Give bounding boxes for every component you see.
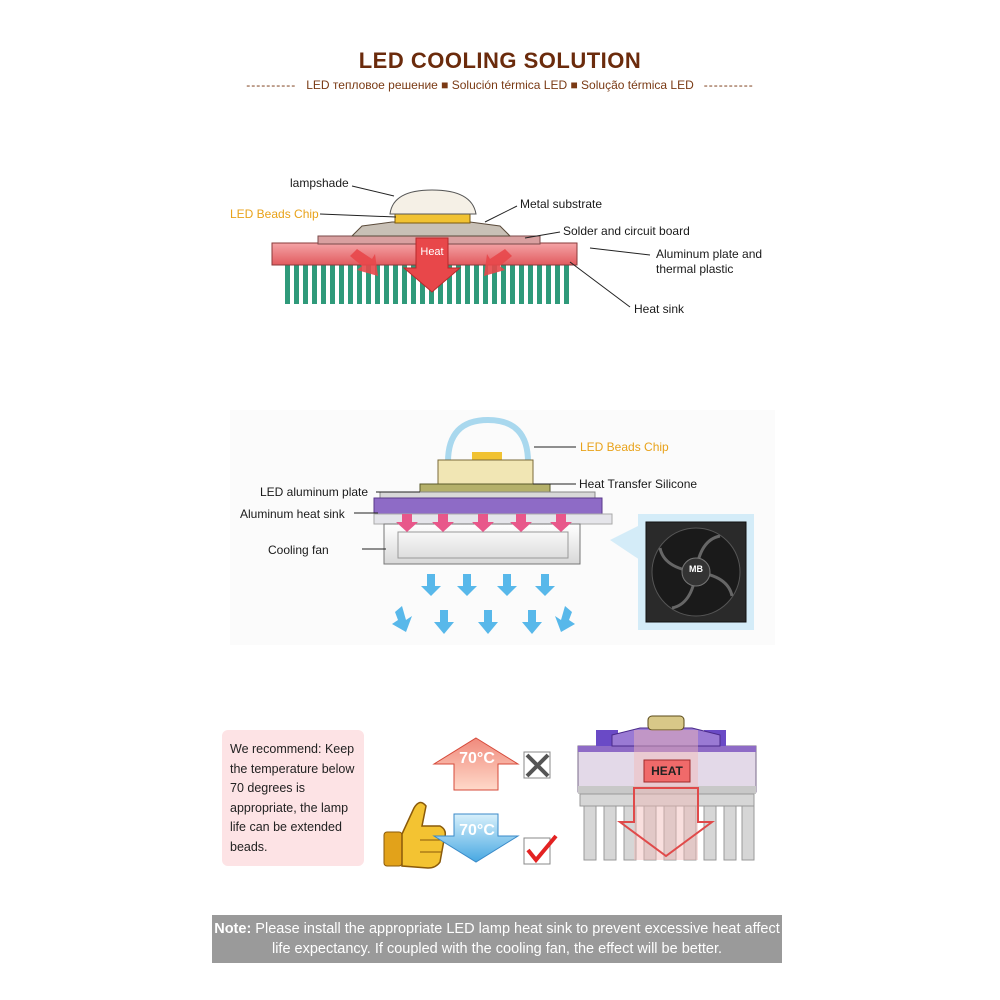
leader-heatsink <box>569 261 631 308</box>
heat-arrows-pink <box>396 514 572 532</box>
label-aluminum-plate: Aluminum plate and <box>656 247 763 261</box>
label-heat-sink: Heat sink <box>634 302 685 316</box>
heat-arrow-left <box>350 249 378 276</box>
temp-up-arrow <box>432 737 520 791</box>
page-title: LED COOLING SOLUTION <box>358 48 642 73</box>
heat-label-3: HEAT <box>651 764 683 778</box>
lampshade-dome <box>389 189 477 215</box>
fan-hub <box>681 557 711 587</box>
page-subtitle: ---------- LED тепловое решение ■ Soluci… <box>205 78 795 92</box>
note-bar: Note: Please install the appropriate LED… <box>212 915 782 963</box>
thumbs-up-icon <box>383 801 447 869</box>
note-prefix: Note: <box>214 921 252 937</box>
leader-lampshade <box>351 185 395 197</box>
label-heat-transfer-silicone: Heat Transfer Silicone <box>579 477 698 491</box>
cross-icon <box>523 751 551 779</box>
temp-low-label: 70°C <box>459 822 495 839</box>
leader-plate <box>589 247 651 256</box>
heat-arrow-right <box>484 249 512 276</box>
label-aluminum-heat-sink: Aluminum heat sink <box>240 507 345 521</box>
leader-solder <box>524 231 561 239</box>
subtitle-dashes-right: ---------- <box>703 78 754 92</box>
fan-callout-wedge <box>610 525 640 560</box>
label-lampshade: lampshade <box>290 176 349 190</box>
led-chip-2 <box>472 452 502 460</box>
temp-down-arrow <box>432 813 520 863</box>
leader-chip <box>319 213 397 218</box>
label-led-beads-chip: LED Beads Chip <box>230 207 319 221</box>
leader-substrate <box>484 205 518 223</box>
recommendation-box <box>222 730 364 866</box>
fan-logo: MB <box>689 564 703 574</box>
subtitle-dashes-left: ---------- <box>246 78 297 92</box>
temp-high-label: 70°C <box>459 750 495 767</box>
label-solder-board: Solder and circuit board <box>563 224 690 238</box>
label-cooling-fan: Cooling fan <box>268 543 329 557</box>
label-thermal-plastic: thermal plastic <box>656 262 734 276</box>
lens-arc <box>445 416 531 463</box>
air-arrows-blue <box>392 574 575 634</box>
label-metal-substrate: Metal substrate <box>520 197 603 211</box>
heat-sink-section <box>577 715 757 861</box>
note-text: Please install the appropriate LED lamp … <box>251 921 780 957</box>
subtitle-text: LED тепловое решение ■ Solución térmica … <box>306 78 694 92</box>
label-heat: Heat <box>420 246 444 258</box>
label-led-aluminum-plate: LED aluminum plate <box>260 485 369 499</box>
heat-arrow-center <box>402 237 462 293</box>
label-led-beads-chip-2: LED Beads Chip <box>580 440 669 454</box>
checkmark-icon <box>523 834 558 865</box>
led-beads-body <box>437 459 534 485</box>
recommendation-text: We recommend: Keep the temperature below… <box>230 742 355 854</box>
